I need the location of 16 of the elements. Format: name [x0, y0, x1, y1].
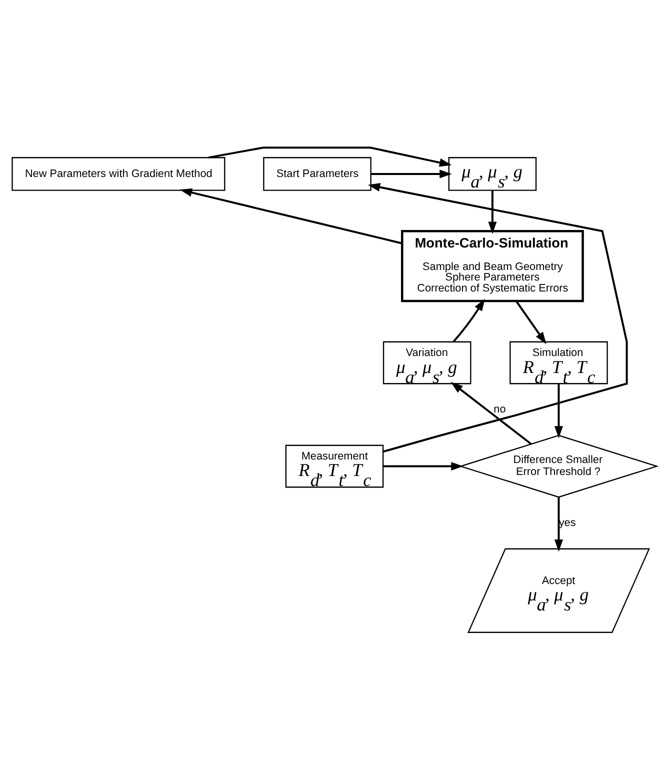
arrow	[450, 382, 532, 445]
arrow	[554, 497, 563, 552]
arrow	[554, 384, 563, 438]
arrow	[368, 183, 628, 453]
edge-label: no	[494, 403, 506, 416]
arrow	[371, 170, 452, 178]
node-box: New Parameters with Gradient Method	[12, 157, 226, 191]
node-box: Monte-Carlo-Simulation Sample and Beam Geometry Sphere Parameters Correction of Systematic Errors	[401, 230, 584, 302]
arrow	[488, 190, 497, 234]
arrow	[516, 300, 546, 344]
arrow	[383, 462, 464, 471]
arrow	[208, 146, 452, 167]
node-box: Start Parameters	[263, 157, 372, 191]
edge-label: yes	[558, 516, 576, 529]
arrow	[452, 298, 485, 342]
arrow	[180, 188, 402, 244]
